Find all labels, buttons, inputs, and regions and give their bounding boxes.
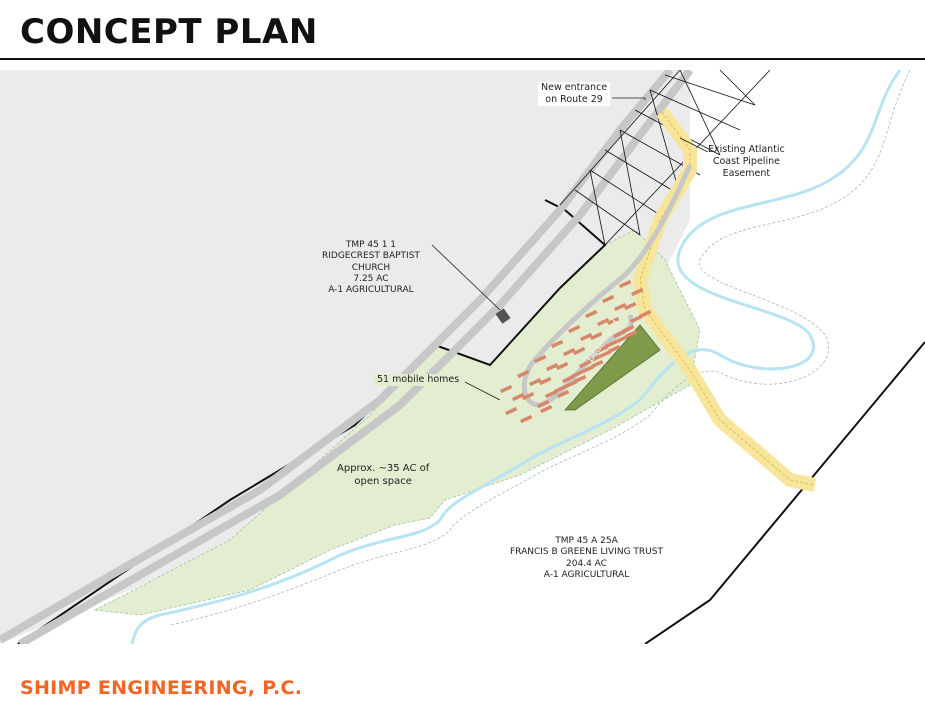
- mobile-home: [639, 309, 652, 319]
- mobile-home: [517, 369, 530, 379]
- mobile-home: [590, 331, 603, 341]
- mobile-homes: [500, 279, 652, 424]
- mobile-home: [624, 301, 637, 311]
- leader-pipeline: [679, 137, 709, 153]
- mobile-home: [539, 376, 552, 386]
- mobile-home: [613, 329, 626, 339]
- mobile-home: [529, 377, 542, 387]
- greene-parcel: [470, 330, 925, 644]
- mobile-home: [630, 314, 643, 324]
- east-parcel: [640, 70, 925, 400]
- homes-label: 51 mobile homes: [374, 374, 463, 386]
- mobile-home: [608, 344, 621, 354]
- mobile-home: [582, 364, 595, 374]
- stream-buffer: [169, 70, 911, 626]
- mobile-home: [602, 294, 615, 304]
- mobile-home: [563, 347, 576, 357]
- parcel-boundary: [644, 341, 925, 644]
- mobile-home: [622, 324, 635, 334]
- mobile-home: [599, 349, 612, 359]
- page-title: CONCEPT PLAN: [20, 12, 318, 52]
- mobile-home: [505, 406, 518, 416]
- mobile-home: [591, 359, 604, 369]
- mobile-home: [568, 324, 581, 334]
- mobile-home: [522, 391, 535, 401]
- drainfield: [564, 324, 661, 411]
- stream: [130, 70, 902, 644]
- mobile-home: [616, 334, 629, 344]
- mobile-home: [607, 316, 620, 326]
- mobile-home: [520, 414, 533, 424]
- mobile-home: [596, 344, 609, 354]
- mobile-home: [571, 369, 584, 379]
- mobile-home: [579, 359, 592, 369]
- mobile-home: [554, 384, 567, 394]
- mobile-home: [537, 399, 550, 409]
- mobile-home: [605, 339, 618, 349]
- title-divider: [0, 58, 925, 60]
- mobile-home: [580, 332, 593, 342]
- leader-homes: [464, 381, 501, 401]
- mobile-home: [585, 309, 598, 319]
- mobile-home: [562, 374, 575, 384]
- mobile-home: [631, 287, 644, 297]
- mobile-home: [540, 404, 553, 414]
- mobile-home: [565, 379, 578, 389]
- mobile-home: [556, 361, 569, 371]
- mobile-home: [511, 392, 525, 402]
- company-name: SHIMP ENGINEERING, P.C.: [20, 677, 303, 699]
- leader-church: [431, 244, 501, 311]
- mobile-home: [534, 354, 547, 364]
- pipeline-easement-edge: [639, 111, 816, 486]
- route-29: [18, 70, 694, 644]
- mobile-home: [625, 329, 638, 339]
- mobile-home: [545, 389, 558, 399]
- mobile-home: [574, 374, 587, 384]
- access-road: [521, 163, 693, 408]
- entrance-grid: [559, 70, 771, 246]
- mobile-home: [551, 339, 564, 349]
- route-29: [0, 70, 674, 644]
- leader-entrance: [612, 97, 646, 100]
- mobile-home: [619, 279, 632, 289]
- mobile-home: [614, 302, 627, 312]
- mobile-home: [597, 317, 610, 327]
- mobile-home: [588, 354, 601, 364]
- mobile-home: [557, 389, 570, 399]
- mobile-home: [546, 362, 559, 372]
- mobile-home: [500, 384, 513, 394]
- mobile-home: [573, 346, 586, 356]
- church-building: [495, 308, 511, 324]
